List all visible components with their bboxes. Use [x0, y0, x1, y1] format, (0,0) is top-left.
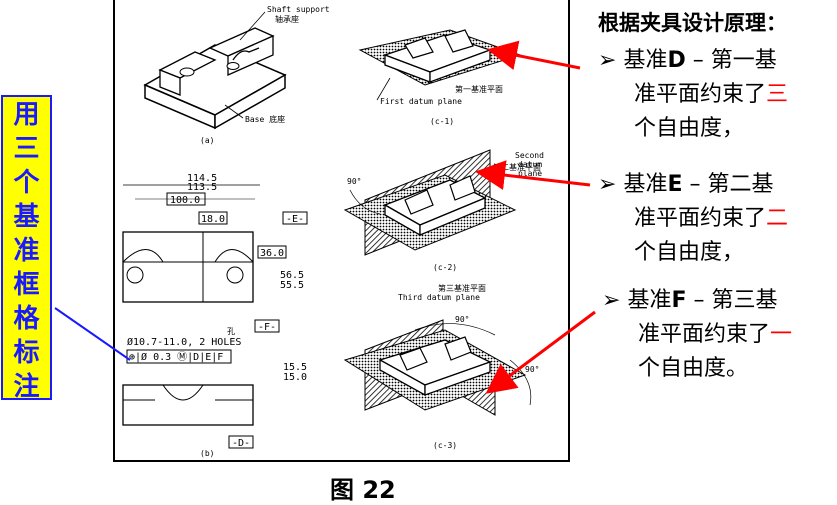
- dim-56: 56.5: [280, 270, 304, 281]
- label-char: 框: [13, 270, 40, 300]
- second-datum-en2: datum: [518, 160, 542, 169]
- item-prefix: 基准: [627, 288, 672, 313]
- dof-count: 二: [766, 206, 789, 231]
- item-line3: 个自由度，: [634, 116, 745, 141]
- arrow-datum-e: [475, 160, 591, 191]
- panel-c1-sub: (c-1): [430, 117, 454, 126]
- datum-e: -E-: [286, 214, 304, 225]
- bullet-icon: ➢: [598, 48, 617, 73]
- label-char: 注: [13, 372, 40, 402]
- label-char: 三: [13, 134, 40, 164]
- second-datum-cn-label: 第二基准平面: [493, 162, 541, 172]
- c2-angle: 90°: [347, 177, 361, 186]
- panel-a-shaft-support: Shaft support 轴承座 Base 底座 (a): [143, 5, 330, 145]
- dim-55: 55.5: [280, 280, 304, 291]
- first-datum-cn-label: 第一基准平面: [455, 84, 503, 94]
- hole-cn: 孔: [227, 327, 235, 336]
- datum-letter: F: [671, 288, 687, 313]
- label-char: 用: [13, 100, 40, 130]
- dim-113: 113.5: [187, 182, 217, 193]
- panel-c3-sub: (c-3): [433, 441, 457, 450]
- third-datum-en-label: Third datum plane: [398, 293, 480, 302]
- dof-count: 一: [770, 322, 793, 347]
- item-prefix: 基准: [623, 48, 668, 73]
- panel-a-sub: (a): [200, 136, 214, 145]
- hole-spec: Ø10.7-11.0, 2 HOLES: [127, 336, 241, 348]
- panel-b-sub: (b): [200, 449, 214, 458]
- technical-drawing: Shaft support 轴承座 Base 底座 (a) 第一基准平面 Fir…: [122, 5, 544, 458]
- dim-15-0: 15.0: [283, 372, 307, 383]
- label-char: 标: [13, 338, 40, 368]
- item-prefix: 基准: [623, 172, 668, 197]
- datum-f: -F-: [258, 322, 276, 333]
- bullet-icon: ➢: [598, 172, 617, 197]
- dim-114: 114.5: [187, 173, 217, 184]
- datum-d: -D-: [232, 438, 250, 449]
- label-char: 基: [13, 202, 40, 232]
- shaft-support-label: Shaft support: [267, 5, 330, 14]
- item-line3: 个自由度。: [638, 356, 749, 381]
- third-datum-cn-label: 第三基准平面: [438, 283, 486, 293]
- shaft-support-cn-label: 轴承座: [275, 14, 299, 24]
- arrow-datum-f: [485, 310, 596, 394]
- second-datum-en1: Second: [515, 151, 544, 160]
- base-label: Base 底座: [245, 114, 285, 124]
- label-char: 准: [13, 236, 40, 266]
- panel-c2-second-datum: 第二基准平面 Second datum plane 90° (c-2): [343, 149, 544, 272]
- panel-b-drawing: 114.5 113.5 100.0 18.0 -E- 36.0 56.5 55.…: [122, 173, 308, 458]
- c3-angle-1: 90°: [455, 315, 469, 324]
- figure-caption: 图 22: [330, 476, 396, 504]
- second-datum-en3: plane: [518, 169, 542, 178]
- datum-letter: D: [667, 48, 686, 73]
- datum-frame-label-box: 用 三 个 基 准 框 格 标 注: [1, 95, 52, 402]
- arrow-label-to-fcf: [54, 307, 131, 361]
- datum-letter: E: [667, 172, 683, 197]
- dim-100: 100.0: [170, 195, 200, 206]
- item-line2: 准平面约束了: [638, 322, 771, 347]
- item-line3: 个自由度，: [634, 240, 745, 265]
- dof-count: 三: [766, 82, 789, 107]
- dim-18: 18.0: [201, 214, 225, 225]
- panel-c2-sub: (c-2): [433, 263, 457, 272]
- item-datum-f: ➢ 基准F – 第三基 准平面约束了一 个自由度。: [602, 284, 836, 386]
- label-char: 个: [13, 168, 40, 198]
- figure-frame: Shaft support 轴承座 Base 底座 (a) 第一基准平面 Fir…: [113, 0, 570, 462]
- label-char: 格: [13, 304, 40, 334]
- feature-control-frame: ⊕|Ø 0.3 Ⓜ|D|E|F: [129, 351, 223, 363]
- dim-15-5: 15.5: [283, 362, 307, 373]
- first-datum-en-label: First datum plane: [380, 97, 462, 106]
- bullet-icon: ➢: [602, 288, 621, 313]
- dim-36: 36.0: [260, 248, 284, 259]
- arrow-datum-d: [487, 40, 581, 71]
- principle-title: 根据夹具设计原理：: [598, 11, 787, 35]
- item-line2: 准平面约束了: [634, 82, 767, 107]
- panel-c1-first-datum: 第一基准平面 First datum plane (c-1): [358, 29, 522, 126]
- item-line2: 准平面约束了: [634, 206, 767, 231]
- item-datum-e: ➢ 基准E – 第二基 准平面约束了二 个自由度，: [598, 168, 834, 270]
- panel-c3-third-datum: 第三基准平面 Third datum plane 90° 90° (c-3): [343, 283, 539, 450]
- item-datum-d: ➢ 基准D – 第一基 准平面约束了三 个自由度，: [598, 44, 834, 146]
- c3-angle-2: 90°: [525, 365, 539, 374]
- item-dash: – 第三基: [686, 288, 778, 313]
- item-dash: – 第一基: [685, 48, 777, 73]
- item-dash: – 第二基: [682, 172, 774, 197]
